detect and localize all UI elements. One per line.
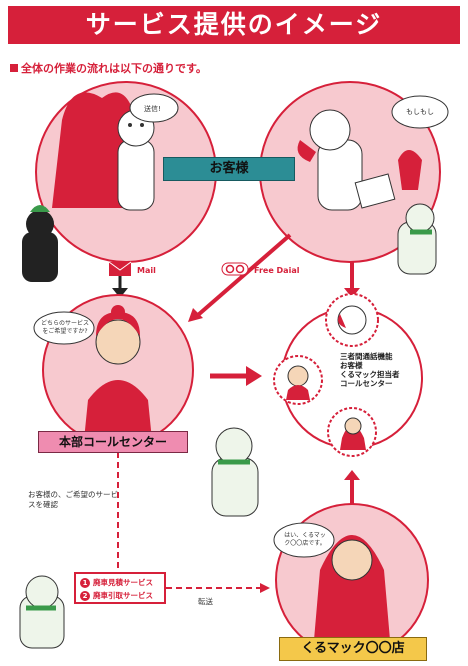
service-number: 1 bbox=[80, 577, 90, 588]
subtitle-text: 全体の作業の流れは以下の通りです。 bbox=[21, 62, 207, 75]
speech-bubble-hello bbox=[391, 95, 449, 129]
speech-bubble-store bbox=[273, 522, 335, 558]
service-label: 廃車引取サービス bbox=[93, 591, 153, 600]
three-party-line: 三者間通話機能 bbox=[340, 352, 393, 361]
black-character-left bbox=[22, 232, 58, 282]
bear-head-right bbox=[309, 109, 351, 151]
bear-on-phone bbox=[317, 139, 363, 211]
mail-label: Mail bbox=[137, 266, 156, 275]
bear-character bbox=[117, 139, 155, 211]
page-title: サービス提供のイメージ bbox=[8, 6, 460, 44]
call-center-label: 本部コールセンター bbox=[38, 431, 188, 453]
three-party-line: くるマック担当者 bbox=[340, 370, 400, 379]
speech-text-hello: もしもし bbox=[406, 108, 434, 116]
speech-bubble-operator bbox=[33, 311, 95, 345]
three-party-text: 三者間通話機能 お客様 くるマック担当者 コールセンター bbox=[340, 352, 400, 388]
speech-text-operator: どちらのサービスをご希望ですか? bbox=[40, 320, 89, 335]
store-label: くるマック〇〇店 bbox=[279, 637, 427, 661]
store-operator-face bbox=[331, 539, 373, 581]
three-party-line: コールセンター bbox=[340, 379, 393, 388]
page-subtitle: 全体の作業の流れは以下の通りです。 bbox=[10, 60, 207, 76]
speech-text-store: はい、くるマック〇〇店です。 bbox=[284, 532, 326, 547]
three-party-line: お客様 bbox=[340, 361, 363, 370]
service-label: 廃車見積サービス bbox=[93, 578, 153, 587]
operator-face bbox=[95, 319, 141, 365]
speech-text-send: 送信! bbox=[144, 105, 161, 113]
free-dial-label: Free Daial bbox=[254, 266, 300, 275]
confirm-note: お客様の、ご希望のサービスを確認 bbox=[28, 490, 118, 509]
white-bear-center bbox=[211, 457, 259, 517]
customer-label: お客様 bbox=[163, 157, 295, 181]
paper-note bbox=[354, 173, 396, 209]
transfer-label: 転送 bbox=[198, 597, 213, 606]
operator-body bbox=[84, 380, 152, 440]
red-phone-icon bbox=[297, 140, 316, 162]
square-bullet-icon bbox=[10, 64, 18, 72]
red-pear-figure bbox=[398, 150, 422, 190]
speech-bubble-send bbox=[129, 93, 179, 123]
service-number: 2 bbox=[80, 590, 90, 601]
